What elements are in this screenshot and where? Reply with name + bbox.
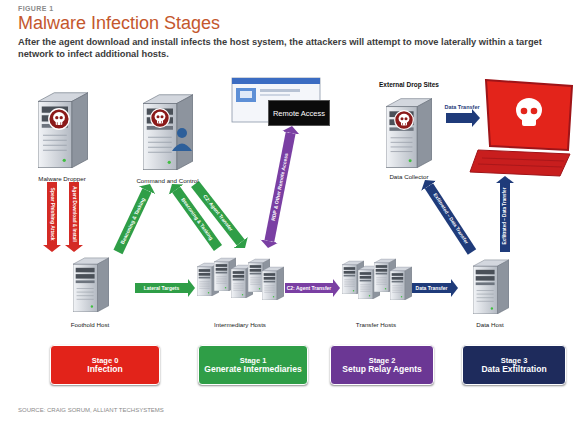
- exfiltration-arrow: [496, 176, 514, 252]
- attacker-laptop: [470, 80, 572, 176]
- server-node: Data Host: [458, 252, 522, 328]
- laptop-base: [470, 150, 570, 176]
- connector-arrow: [429, 186, 472, 252]
- node-subtitle: Generate Intermediaries: [204, 365, 301, 374]
- user-icon: [172, 144, 192, 152]
- window-titlebar: [232, 78, 320, 84]
- figure-title: Malware Infection Stages: [18, 14, 220, 34]
- data-host-server: [473, 260, 509, 314]
- source-note: SOURCE: CRAIG SORUM, ALLIANT TECHSYSTEMS: [18, 407, 164, 413]
- node-label: Stage 2: [369, 356, 396, 365]
- node-label: Remote Access: [273, 109, 325, 118]
- arrow-head: [496, 176, 514, 183]
- edge-label: Data Transfer: [416, 286, 448, 291]
- edge-label: Exfiltrated – Data Transfer: [432, 193, 469, 245]
- server-group: Transfer Hosts: [340, 248, 412, 328]
- data-collector-server: [386, 99, 432, 168]
- connector-arrow: [69, 182, 79, 245]
- server-icon: [473, 260, 509, 314]
- window-line: [260, 94, 290, 96]
- node-label: Malware Dropper: [38, 175, 85, 182]
- transfer-arrow: [446, 109, 480, 127]
- connector-arrow: [118, 190, 147, 252]
- node-label: Command and Control: [136, 177, 198, 184]
- connector-arrow: [269, 133, 290, 241]
- node-label: Stage 1: [240, 356, 267, 365]
- stage-box: Stage 1Generate Intermediaries: [198, 345, 308, 385]
- server-icon: [386, 99, 432, 168]
- server-icon: [38, 93, 88, 168]
- node-label: Foothold Host: [71, 321, 110, 328]
- arrow-head: [472, 109, 480, 127]
- laptop-keys: [478, 164, 562, 167]
- arrow-shaft: [500, 183, 510, 252]
- connector-arrow: [135, 283, 188, 293]
- node-label: Intermediary Hosts: [214, 321, 266, 328]
- skull-badge: [151, 109, 170, 128]
- connector-arrow: [285, 283, 333, 293]
- foothold-server: [73, 258, 109, 312]
- edge-label: Agent Download & Install: [72, 186, 77, 241]
- node-subtitle: Setup Relay Agents: [342, 365, 422, 374]
- node-label: Transfer Hosts: [356, 321, 396, 328]
- remote-access-box: Remote Access: [268, 100, 330, 126]
- arrow-shaft: [446, 113, 472, 123]
- stage-box: Stage 0Infection: [50, 345, 160, 385]
- node-subtitle: Infection: [87, 365, 122, 374]
- laptop-screen: [486, 80, 572, 150]
- laptop-skull: [522, 117, 536, 126]
- server-icon: [262, 267, 284, 300]
- server-icon: [390, 267, 412, 300]
- window-line: [260, 89, 300, 92]
- edge-label: Lateral Targets: [144, 286, 179, 291]
- figure-number: FIGURE 1: [18, 5, 53, 12]
- node-label: Stage 0: [92, 356, 119, 365]
- node-label: Stage 3: [501, 356, 528, 365]
- node-label: Data Host: [476, 321, 504, 328]
- window-logo: [240, 91, 252, 98]
- malware-dropper-server: [38, 93, 88, 168]
- edge-label: Beaconing & Tasking: [119, 197, 145, 245]
- server-node: Command and Control: [125, 88, 210, 184]
- stage-box: Stage 2Setup Relay Agents: [330, 345, 434, 385]
- server-node: Data Collector: [372, 92, 446, 180]
- server-icon: [143, 95, 193, 170]
- stage-box: Stage 3Data Exfiltration: [462, 345, 566, 385]
- group-heading: External Drop Sites: [379, 82, 439, 89]
- server-group: Intermediary Hosts: [195, 248, 285, 328]
- node-label: Data Collector: [389, 173, 428, 180]
- arrow-label: Exfiltrated – Data Transfer: [503, 188, 508, 245]
- edge-label: C2: Agent Transfer: [287, 286, 332, 291]
- user-icon: [177, 128, 187, 138]
- arrow-label: Data Transfer: [444, 105, 479, 111]
- skull-badge: [49, 109, 69, 129]
- skull-badge: [395, 111, 414, 130]
- figure-caption: After the agent download and install inf…: [18, 37, 566, 60]
- server-node: Malware Dropper: [22, 86, 102, 182]
- laptop-skull: [521, 108, 528, 115]
- transfer-servers: [342, 259, 412, 300]
- laptop-keys: [482, 158, 564, 161]
- command-control-server: [143, 95, 193, 170]
- connector-arrow: [47, 182, 57, 245]
- connector-arrow: [412, 283, 451, 293]
- connector-arrow: [176, 190, 218, 248]
- intermediary-servers: [197, 258, 284, 300]
- node-subtitle: Data Exfiltration: [481, 365, 546, 374]
- server-node: Foothold Host: [45, 252, 135, 328]
- laptop-skull: [531, 108, 538, 115]
- edge-label: Spear Phishing Attack: [50, 187, 55, 240]
- server-icon: [73, 258, 109, 312]
- window-logo: [236, 88, 256, 102]
